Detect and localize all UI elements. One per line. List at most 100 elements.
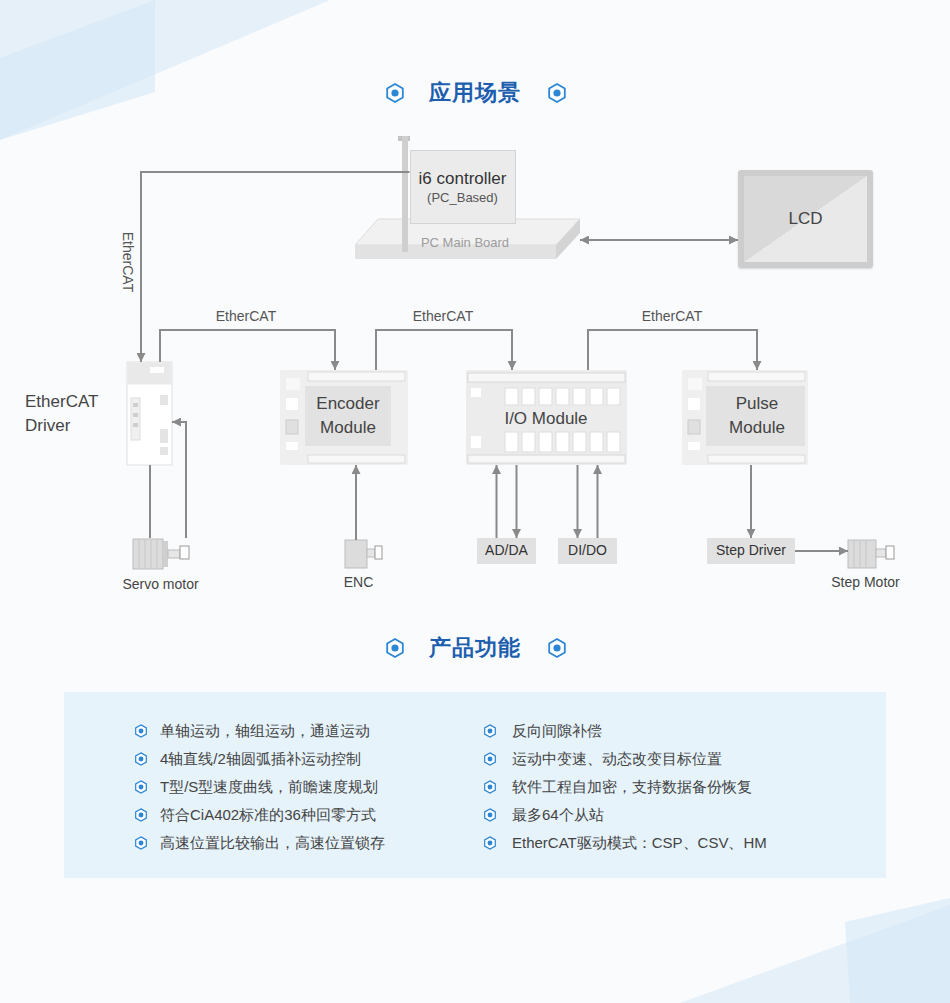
feature-item: 反向间隙补偿: [512, 722, 602, 741]
node-label: Encoder Module: [308, 392, 388, 440]
bullet-icon: [485, 837, 496, 849]
driver-detail: [160, 429, 168, 443]
module-detail: [688, 398, 700, 410]
module-strip: [708, 455, 805, 463]
bullet-icon: [136, 809, 147, 821]
module-detail: [286, 442, 298, 450]
digital-io-box: DI/DO: [558, 538, 617, 564]
node-label: LCD: [788, 208, 822, 229]
module-detail: [286, 378, 300, 390]
header-icon: [387, 639, 403, 657]
section-heading: 应用场景: [429, 78, 521, 108]
node-label: Step Driver: [716, 542, 786, 560]
header-icon: [387, 84, 403, 102]
feature-item: 软件工程自加密，支持数据备份恢复: [512, 778, 752, 797]
module-detail: [471, 388, 481, 397]
node-label: Step Motor: [831, 574, 899, 592]
node-label: PC Main Board: [421, 235, 509, 251]
connector: [597, 465, 599, 538]
module-detail: [471, 436, 481, 448]
connector-label: EtherCAT: [216, 308, 276, 324]
driver-detail: [160, 395, 168, 405]
connector: [141, 172, 410, 362]
io-terminal: [556, 432, 569, 452]
node-label: (PC_Based): [427, 190, 498, 206]
driver-detail: [133, 423, 138, 427]
driver-detail: [150, 367, 164, 373]
io-terminal: [573, 388, 586, 405]
motor-cap: [886, 546, 894, 559]
io-terminal: [505, 432, 518, 452]
motor-body: [848, 540, 876, 568]
connector: [750, 465, 752, 538]
node-label: EtherCAT Driver: [25, 390, 117, 438]
encoder-body: [345, 540, 367, 568]
feature-panel: 单轴运动，轴组运动，通道运动 4轴直线/2轴圆弧插补运动控制 T型/S型速度曲线，前…: [64, 692, 886, 878]
module-body: [280, 370, 408, 465]
header-icon: [549, 84, 565, 102]
connector: [355, 465, 357, 540]
bullet-icon: [136, 837, 147, 849]
io-terminal: [522, 432, 535, 452]
section-heading: 产品功能: [429, 633, 521, 663]
servo-motor: Servo motor: [133, 538, 190, 570]
feature-item: T型/S型速度曲线，前瞻速度规划: [160, 778, 378, 797]
module-detail: [688, 442, 700, 450]
bullet-icon: [485, 753, 496, 765]
feature-item: 最多64个从站: [512, 806, 604, 825]
io-terminal: [590, 432, 603, 452]
feature-item: 单轴运动，轴组运动，通道运动: [160, 722, 370, 741]
feature-item: 高速位置比较输出，高速位置锁存: [160, 834, 385, 853]
connector: [376, 330, 512, 370]
io-terminal: [556, 388, 569, 405]
step-motor: Step Motor: [848, 540, 895, 568]
bullet-icon: [485, 725, 496, 737]
connector: [577, 465, 579, 538]
board-side: [556, 219, 580, 259]
module-detail: [688, 378, 702, 390]
bullet-icon: [485, 781, 496, 793]
connector: [580, 239, 738, 241]
node-label: Pulse Module: [712, 392, 802, 440]
module-panel: [706, 386, 805, 446]
connector: [588, 330, 757, 370]
driver-detail: [133, 413, 138, 417]
module-strip: [308, 455, 405, 463]
io-terminal: [522, 388, 535, 405]
module-strip: [308, 372, 405, 381]
module-strip: [708, 372, 805, 381]
driver-top: [128, 363, 172, 385]
node-label: ENC: [344, 574, 374, 592]
encoder-sensor: ENC: [345, 540, 382, 568]
connector-label: EtherCAT: [413, 308, 473, 324]
io-terminal: [573, 432, 586, 452]
step-driver-box: Step Driver: [707, 538, 795, 564]
corner-tint: [845, 898, 950, 1003]
node-label: I/O Module: [504, 408, 587, 429]
io-terminal: [590, 388, 603, 405]
driver-detail: [131, 398, 140, 440]
node-label: AD/DA: [485, 542, 528, 560]
module-detail: [688, 420, 700, 434]
connector: [496, 465, 498, 538]
node-label: Servo motor: [122, 576, 198, 594]
motor-cap: [180, 546, 189, 559]
io-terminal: [539, 432, 552, 452]
connector-label: EtherCAT: [642, 308, 702, 324]
motor-flange: [163, 541, 168, 567]
io-terminal: [607, 432, 620, 452]
module-body: [466, 370, 627, 465]
module-detail: [286, 398, 298, 410]
module-detail: [286, 420, 298, 434]
connector: [172, 422, 186, 538]
connector: [516, 465, 518, 538]
io-terminal: [607, 388, 620, 405]
node-label: DI/DO: [568, 542, 607, 560]
feature-item: 4轴直线/2轴圆弧插补运动控制: [160, 750, 361, 769]
driver-body: [127, 362, 172, 465]
bullet-icon: [136, 725, 147, 737]
card-bracket: [402, 136, 408, 252]
